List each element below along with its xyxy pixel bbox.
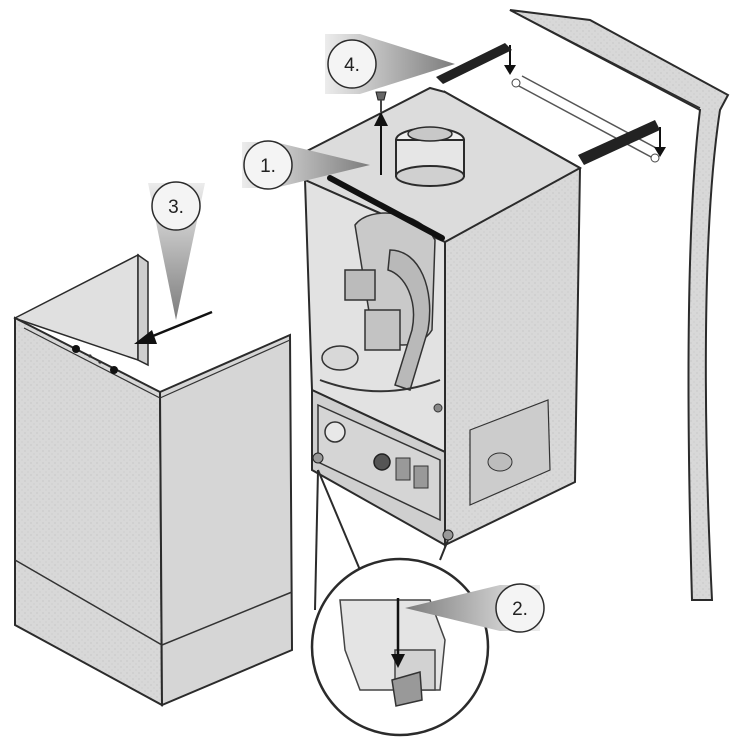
step-4-label: 4.	[344, 55, 360, 76]
step-1-callout: 1.	[242, 91, 445, 241]
front-casing	[13, 253, 294, 707]
hook-bar-lower	[578, 120, 660, 165]
boiler-unit	[303, 86, 583, 547]
step-4-callout: 4.	[325, 34, 455, 94]
top-edge-highlight	[327, 175, 445, 241]
hook-bar-upper	[436, 43, 512, 84]
screw-icon	[375, 91, 387, 101]
step-3-callout: 3.	[134, 181, 213, 344]
wall	[509, 9, 730, 601]
step-2-callout: 2.	[405, 583, 545, 633]
step-1-label: 1.	[260, 156, 276, 177]
step-2-label: 2.	[512, 599, 528, 620]
step-3-label: 3.	[168, 197, 184, 218]
